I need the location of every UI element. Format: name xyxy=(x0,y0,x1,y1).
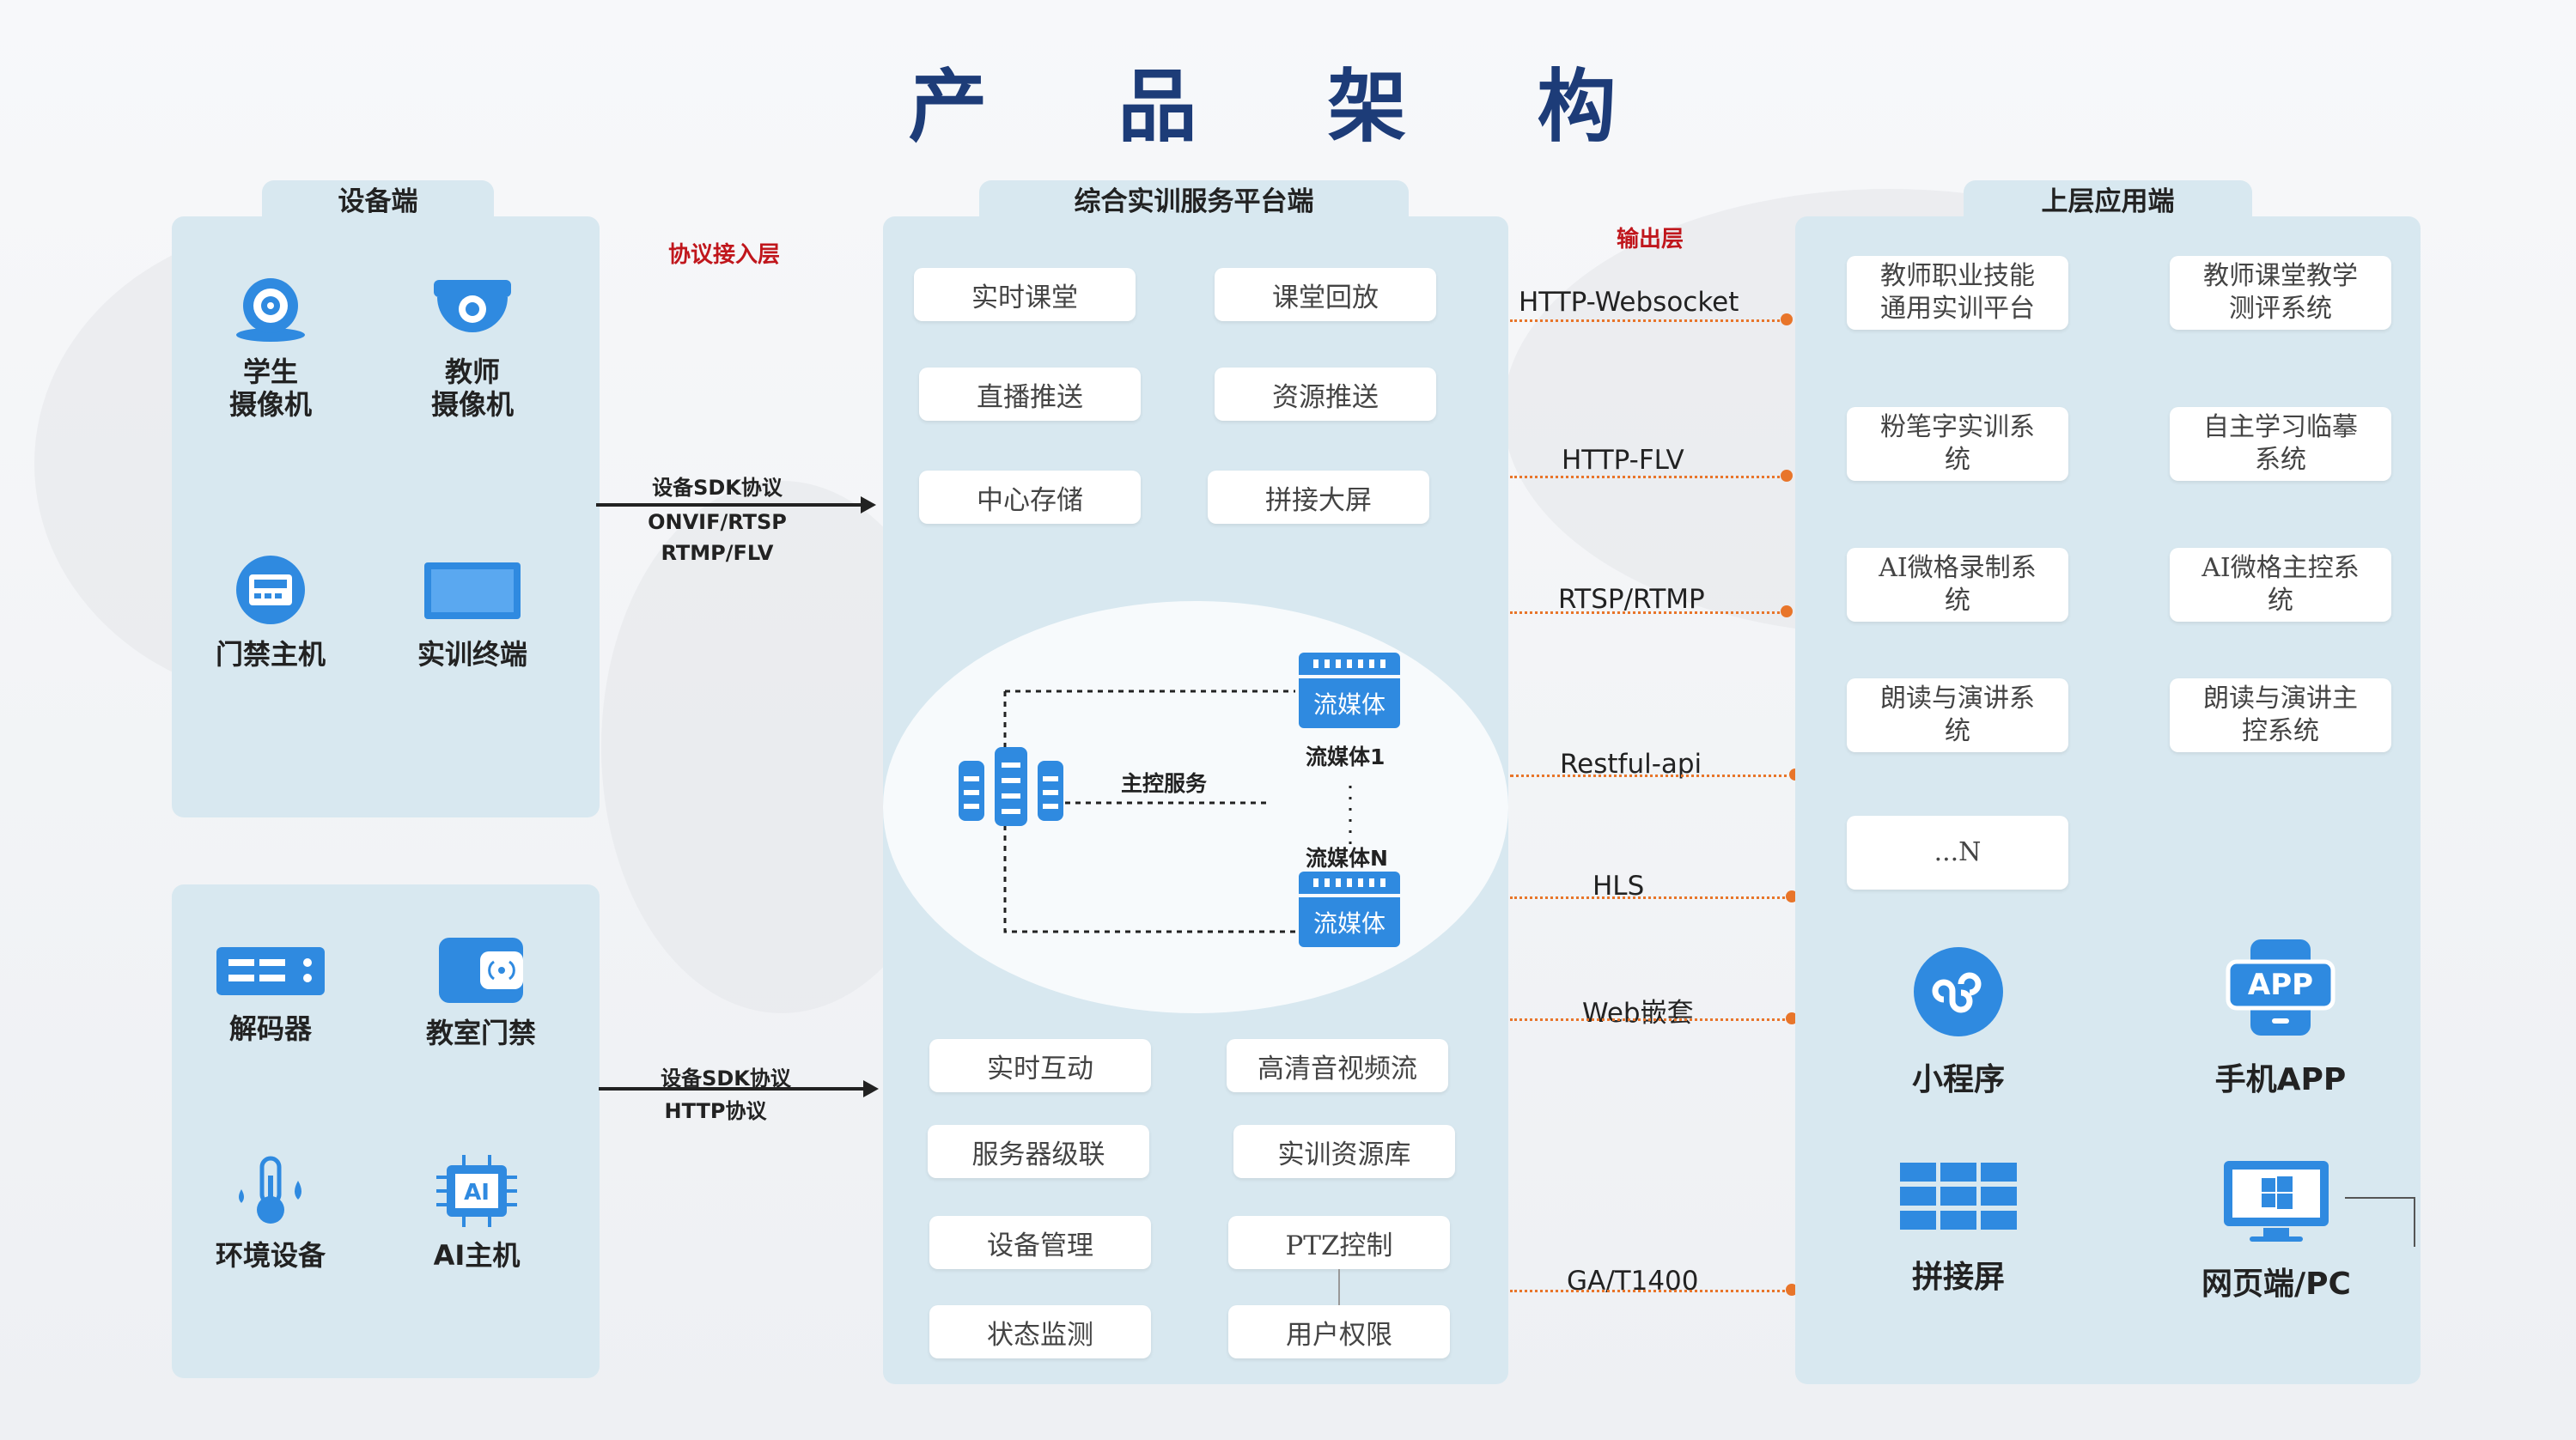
platform-item: PTZ控制 xyxy=(1228,1216,1450,1269)
client-mini-program: 小程序 xyxy=(1847,945,2070,1099)
page-title: 产 品 架 构 xyxy=(908,61,1668,153)
platform-item: 服务器级联 xyxy=(928,1125,1149,1178)
platform-item: 资源推送 xyxy=(1215,368,1436,421)
access-control-host-icon xyxy=(176,554,365,629)
client-mobile-app: APP 手机APP xyxy=(2169,936,2392,1099)
thermometer-icon xyxy=(176,1155,365,1230)
media-node-1-lights xyxy=(1299,653,1400,675)
platform-item: 直播推送 xyxy=(919,368,1141,421)
arrow-bottom-label-1: 设备SDK协议 xyxy=(661,1066,791,1091)
media-node-1-label: 流媒体1 xyxy=(1306,744,1385,769)
platform-item: 设备管理 xyxy=(929,1216,1151,1269)
monitor-icon xyxy=(378,554,567,629)
output-connector xyxy=(1510,769,1801,781)
media-node-1-box: 流媒体 xyxy=(1299,678,1400,728)
main-control-service-label: 主控服务 xyxy=(1121,771,1208,796)
client-video-wall: 拼接屏 xyxy=(1847,1159,2070,1297)
arrow-bottom xyxy=(599,1080,879,1097)
app-card: 朗读与演讲主 控系统 xyxy=(2170,678,2391,752)
media-connectors xyxy=(1003,690,1352,933)
dome-camera-icon xyxy=(378,275,567,347)
arrow-bottom-label-2: HTTP协议 xyxy=(664,1099,767,1123)
output-protocol: Web嵌套 xyxy=(1582,998,1694,1029)
media-node-n-lights xyxy=(1299,872,1400,894)
device-column-title: 设备端 xyxy=(262,180,494,223)
arrow-top-label-3: RTMP/FLV xyxy=(661,541,774,565)
app-card: 自主学习临摹 系统 xyxy=(2170,407,2391,481)
device-ai-host: AI AI主机 xyxy=(382,1155,571,1272)
arrow-top-label-2: ONVIF/RTSP xyxy=(648,510,787,534)
arrow-top xyxy=(596,496,876,513)
output-layer-label: 输出层 xyxy=(1617,227,1684,252)
classroom-access-icon xyxy=(387,936,575,1008)
app-column-title: 上层应用端 xyxy=(1964,180,2252,223)
device-panel-top xyxy=(172,216,600,817)
output-protocol: HTTP-FLV xyxy=(1562,445,1684,476)
platform-item: 实时互动 xyxy=(929,1039,1151,1092)
app-card: 教师职业技能 通用实训平台 xyxy=(1847,256,2068,330)
arrow-top-label-1: 设备SDK协议 xyxy=(652,476,783,500)
platform-item: 用户权限 xyxy=(1228,1305,1450,1358)
media-node-n-box: 流媒体 xyxy=(1299,897,1400,947)
platform-item: 课堂回放 xyxy=(1215,268,1436,321)
device-decoder: 解码器 xyxy=(176,940,365,1045)
ai-chip-icon: AI xyxy=(382,1155,571,1230)
media-service-area xyxy=(883,601,1508,1013)
media-node-1: 流媒体 xyxy=(1299,653,1400,732)
app-card: AI微格主控系 统 xyxy=(2170,548,2391,622)
app-card: AI微格录制系 统 xyxy=(1847,548,2068,622)
media-node-n-label: 流媒体N xyxy=(1306,846,1388,871)
client-pc: 网页端/PC xyxy=(2165,1157,2388,1303)
mini-program-icon xyxy=(1914,947,2003,1036)
platform-item: 中心存储 xyxy=(919,471,1141,524)
app-card: 粉笔字实训系 统 xyxy=(1847,407,2068,481)
protocol-layer-label: 协议接入层 xyxy=(668,242,781,268)
device-environment: 环境设备 xyxy=(176,1155,365,1272)
output-connector xyxy=(1510,1012,1798,1024)
app-icon-badge: APP xyxy=(2248,968,2313,1002)
output-connector xyxy=(1510,890,1798,902)
device-access-host: 门禁主机 xyxy=(176,554,365,671)
output-connector xyxy=(1510,313,1793,325)
app-card: 教师课堂教学 测评系统 xyxy=(2170,256,2391,330)
output-connector xyxy=(1510,605,1793,617)
corner-bracket xyxy=(2345,1197,2415,1247)
device-teacher-camera: 教师 摄像机 xyxy=(378,275,567,421)
device-training-terminal: 实训终端 xyxy=(378,554,567,671)
platform-column-title: 综合实训服务平台端 xyxy=(979,180,1409,223)
app-card: 朗读与演讲系 统 xyxy=(1847,678,2068,752)
device-classroom-access: 教室门禁 xyxy=(387,936,575,1049)
output-protocol: RTSP/RTMP xyxy=(1558,584,1705,615)
device-student-camera: 学生 摄像机 xyxy=(176,275,365,421)
platform-item: 高清音视频流 xyxy=(1227,1039,1448,1092)
connector-line xyxy=(1338,1269,1340,1305)
output-protocol: HTTP-Websocket xyxy=(1519,287,1739,318)
pc-icon xyxy=(2224,1161,2329,1242)
decoder-icon xyxy=(176,940,365,1004)
platform-item: 状态监测 xyxy=(929,1305,1151,1358)
server-icon xyxy=(955,744,1067,833)
app-icon: APP xyxy=(2226,939,2335,1036)
output-connector xyxy=(1510,470,1793,482)
platform-item: 实时课堂 xyxy=(914,268,1136,321)
media-node-n: 流媒体 xyxy=(1299,872,1400,951)
app-card: ...N xyxy=(1847,816,2068,890)
video-wall-icon xyxy=(1900,1163,2017,1230)
svg-text:AI: AI xyxy=(464,1180,490,1206)
output-connector xyxy=(1510,1284,1798,1296)
platform-item: 拼接大屏 xyxy=(1208,471,1429,524)
webcam-icon xyxy=(176,275,365,347)
platform-item: 实训资源库 xyxy=(1233,1125,1455,1178)
